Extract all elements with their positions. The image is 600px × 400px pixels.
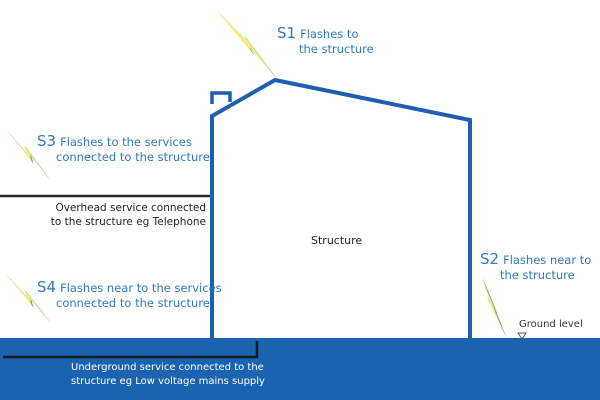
underground-service-label: Underground service connected to the str…	[71, 361, 265, 389]
overhead-service-label: Overhead service connected to the struct…	[51, 201, 206, 229]
overhead-service-line1: Overhead service connected	[55, 202, 206, 214]
label-s1-line1: Flashes to	[300, 27, 359, 41]
lightning-bolt-s2-icon	[481, 276, 507, 338]
lightning-bolt-s3-icon	[5, 128, 52, 182]
label-s1-code: S1	[277, 24, 297, 42]
label-s3-line2: connected to the structure	[56, 150, 210, 164]
lightning-bolt-s4-icon	[5, 273, 52, 324]
chimney	[210, 91, 232, 104]
label-s4-line2: connected to the structure	[56, 296, 210, 310]
lightning-bolt-s1-icon	[217, 11, 278, 80]
label-s4-line1: Flashes near to the services	[60, 281, 222, 295]
underground-service-line1: Underground service connected to the	[71, 362, 264, 373]
structure-outline	[210, 77, 472, 338]
ground-level-marker-icon	[517, 332, 527, 340]
underground-service-line2: structure eg Low voltage mains supply	[71, 376, 265, 387]
label-s2-line2: the structure	[500, 268, 575, 282]
label-s3-code: S3	[37, 132, 57, 150]
label-s4-code: S4	[37, 278, 57, 296]
ground-level-label: Ground level	[519, 319, 583, 330]
overhead-service-line2: to the structure eg Telephone	[50, 216, 206, 228]
label-s2-code: S2	[480, 250, 500, 268]
ground-band	[0, 338, 600, 400]
label-s1-line2: the structure	[299, 42, 374, 56]
structure-label: Structure	[311, 234, 363, 247]
label-s3-line1: Flashes to the services	[60, 135, 192, 149]
underground-service-line	[3, 341, 259, 359]
label-s2-line1: Flashes near to	[503, 253, 592, 267]
